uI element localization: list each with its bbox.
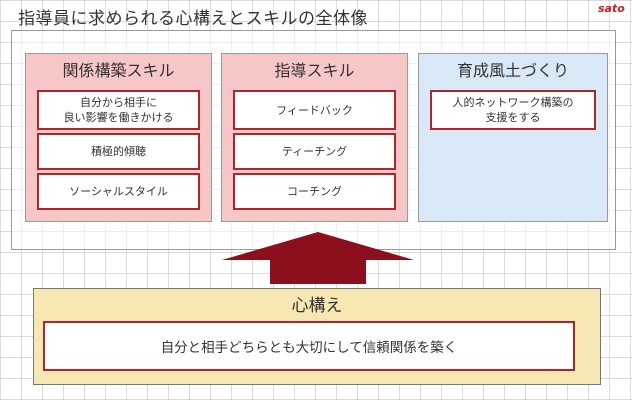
item-influence-label: 自分から相手に 良い影響を働きかける bbox=[63, 96, 174, 124]
panel-title-relationship-skills: 関係構築スキル bbox=[62, 61, 175, 80]
diagram-title: 指導員に求められる心構えとスキルの全体像 bbox=[18, 9, 368, 29]
item-coaching: コーチング bbox=[233, 173, 396, 210]
foundation-statement: 自分と相手どちらとも大切にして信頼関係を築く bbox=[43, 321, 575, 371]
foundation-panel: 心構え 自分と相手どちらとも大切にして信頼関係を築く bbox=[33, 288, 601, 385]
foundation-statement-label: 自分と相手どちらとも大切にして信頼関係を築く bbox=[160, 340, 458, 356]
up-arrow-icon bbox=[222, 232, 414, 284]
item-feedback-label: フィードバック bbox=[276, 103, 353, 117]
foundation-title: 心構え bbox=[291, 296, 343, 316]
item-teaching-label: ティーチング bbox=[281, 145, 348, 158]
skills-container: 関係構築スキル 自分から相手に 良い影響を働きかける 積極的傾聴 ソーシャルスタ… bbox=[11, 30, 616, 250]
panel-title-coaching-skills: 指導スキル bbox=[274, 61, 355, 80]
item-network-support: 人的ネットワーク構築の 支援をする bbox=[430, 90, 596, 130]
item-influence: 自分から相手に 良い影響を働きかける bbox=[37, 90, 200, 130]
item-active-listening: 積極的傾聴 bbox=[37, 133, 200, 170]
brand-logo: sato bbox=[598, 2, 625, 15]
item-active-listening-label: 積極的傾聴 bbox=[91, 145, 146, 158]
item-social-style-label: ソーシャルスタイル bbox=[69, 185, 168, 198]
item-teaching: ティーチング bbox=[233, 133, 396, 170]
panel-development-culture: 育成風土づくり 人的ネットワーク構築の 支援をする bbox=[418, 53, 608, 222]
item-feedback: フィードバック bbox=[233, 90, 396, 130]
item-network-support-label: 人的ネットワーク構築の 支援をする bbox=[452, 96, 574, 124]
item-coaching-label: コーチング bbox=[287, 185, 342, 198]
panel-relationship-skills: 関係構築スキル 自分から相手に 良い影響を働きかける 積極的傾聴 ソーシャルスタ… bbox=[25, 53, 212, 222]
panel-coaching-skills: 指導スキル フィードバック ティーチング コーチング bbox=[221, 53, 408, 222]
item-social-style: ソーシャルスタイル bbox=[37, 173, 200, 210]
panel-title-development-culture: 育成風土づくり bbox=[456, 61, 569, 80]
